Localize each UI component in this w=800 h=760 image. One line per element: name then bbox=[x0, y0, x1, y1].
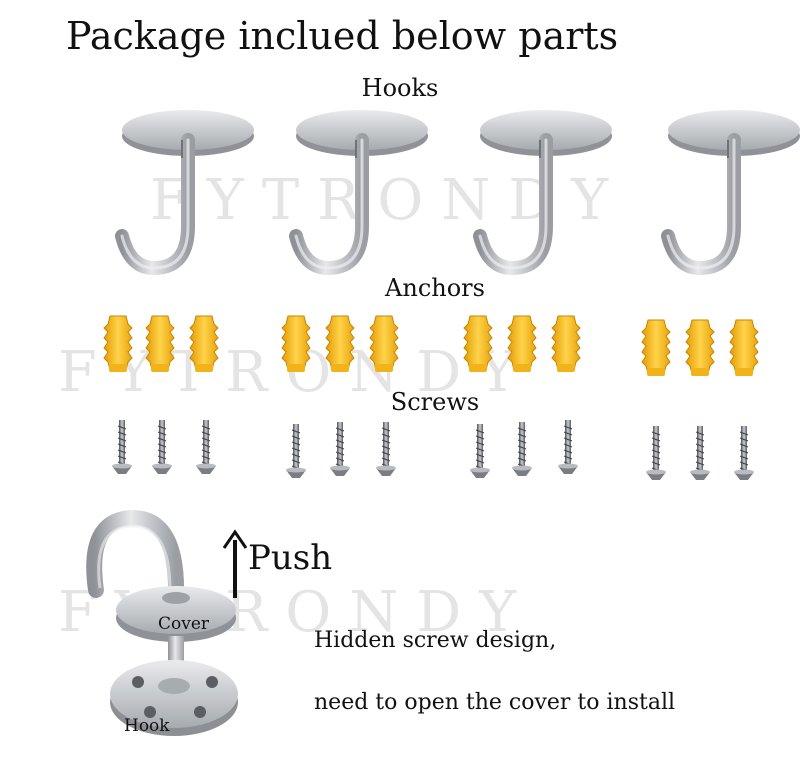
hook-row bbox=[122, 110, 800, 268]
wall-anchor-image bbox=[729, 319, 759, 377]
screw-image bbox=[375, 421, 397, 477]
push-label: Push bbox=[248, 538, 333, 578]
screw-image bbox=[645, 425, 667, 481]
ceiling-hook-image bbox=[296, 110, 428, 268]
cover-label: Cover bbox=[158, 614, 210, 634]
screw-image bbox=[557, 419, 579, 475]
screw-image bbox=[329, 421, 351, 477]
screw-image bbox=[285, 423, 307, 479]
anchor-row bbox=[103, 315, 759, 377]
anchors-label: Anchors bbox=[385, 274, 485, 302]
wall-anchor-image bbox=[281, 315, 311, 373]
screw-image bbox=[151, 419, 173, 475]
exploded-hook-image bbox=[86, 509, 238, 736]
screw-image bbox=[511, 421, 533, 477]
screw-image bbox=[195, 419, 217, 475]
wall-anchor-image bbox=[463, 315, 493, 373]
ceiling-hook-image bbox=[122, 110, 254, 268]
ceiling-hook-image bbox=[480, 110, 612, 268]
wall-anchor-image bbox=[641, 319, 671, 377]
screw-row bbox=[111, 419, 755, 481]
screw-image bbox=[733, 425, 755, 481]
wall-anchor-image bbox=[507, 315, 537, 373]
wall-anchor-image bbox=[189, 315, 219, 373]
hooks-label: Hooks bbox=[361, 74, 439, 102]
arrow-up-icon bbox=[222, 529, 248, 598]
wall-anchor-image bbox=[551, 315, 581, 373]
description-line-1: Hidden screw design, bbox=[314, 628, 557, 653]
wall-anchor-image bbox=[145, 315, 175, 373]
screws-label: Screws bbox=[390, 388, 480, 416]
hook-label: Hook bbox=[124, 716, 170, 736]
ceiling-hook-image bbox=[668, 110, 800, 268]
screw-image bbox=[469, 423, 491, 479]
description-line-2: need to open the cover to install bbox=[314, 690, 676, 715]
screw-image bbox=[111, 419, 133, 475]
page-title: Package inclued below parts bbox=[66, 14, 619, 58]
wall-anchor-image bbox=[369, 315, 399, 373]
wall-anchor-image bbox=[685, 319, 715, 377]
wall-anchor-image bbox=[325, 315, 355, 373]
wall-anchor-image bbox=[103, 315, 133, 373]
screw-image bbox=[689, 425, 711, 481]
